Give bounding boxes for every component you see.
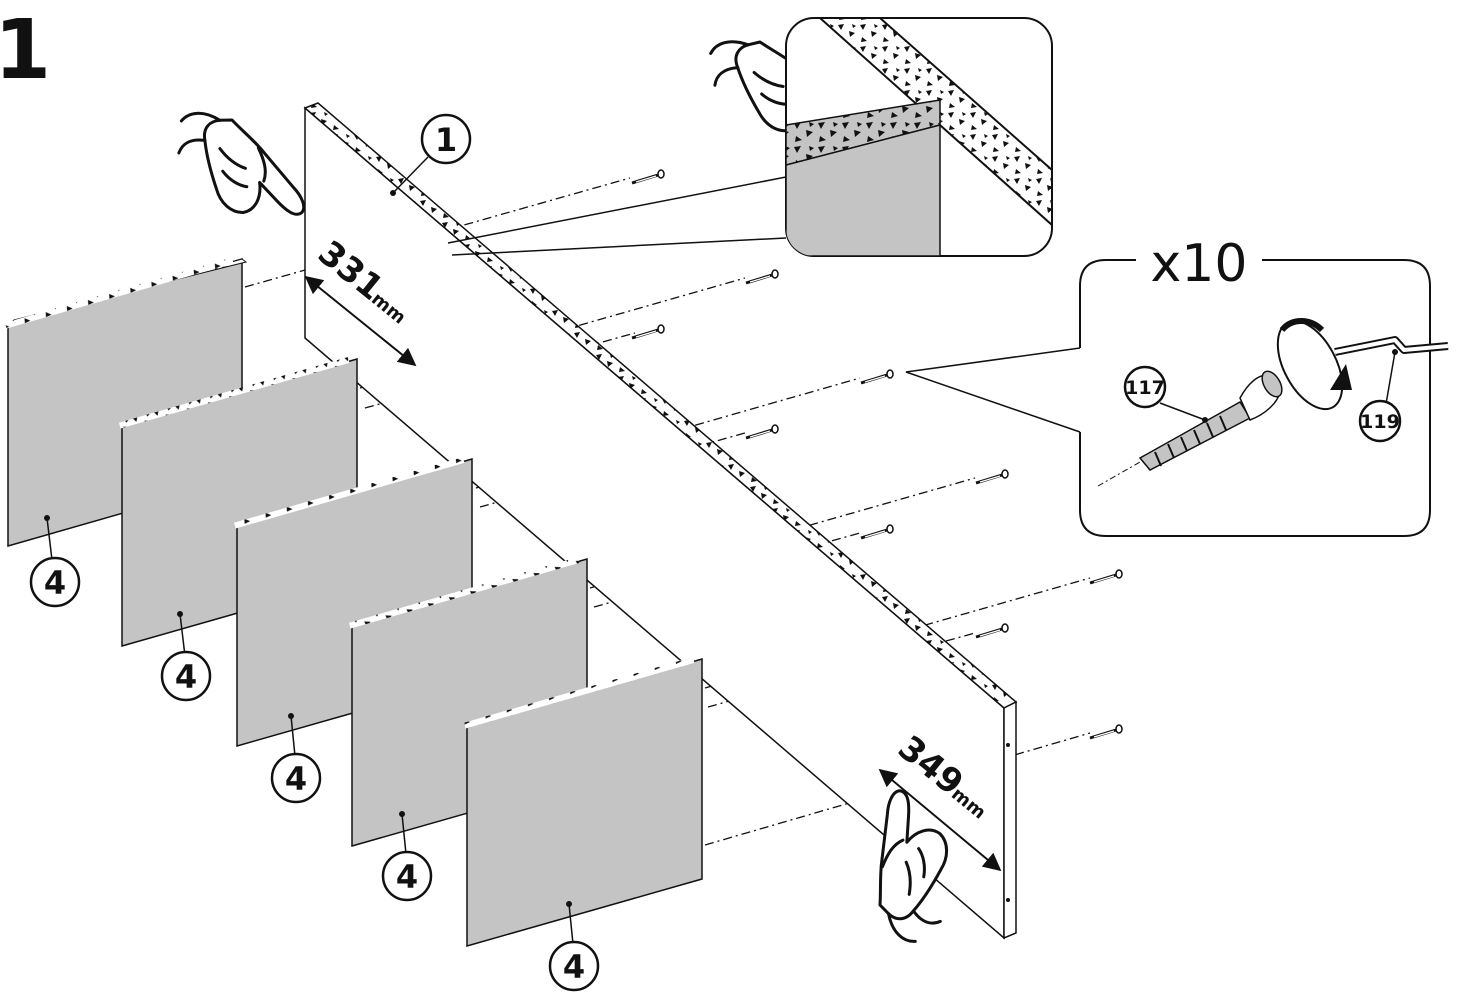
pointing-hand-icon: [168, 109, 317, 223]
shelf-4-label: 4: [396, 858, 418, 896]
part-117-callout: 117: [1123, 365, 1208, 423]
part-119-callout: 119: [1358, 349, 1402, 443]
rotation-arrow-icon: [1276, 318, 1352, 411]
side-panel: [303, 102, 1018, 940]
hardware-callout: x10 117 119: [905, 234, 1449, 537]
shelf-1-label: 4: [44, 564, 66, 602]
shelf-5-label: 4: [563, 948, 585, 986]
edge-detail-callout: [447, 17, 1053, 257]
part-1-callout: 1: [390, 113, 472, 196]
quantity-label: x10: [1151, 234, 1248, 294]
step-number: 1: [0, 3, 51, 98]
screw-117-icon: [1138, 370, 1283, 471]
shelf-1-callout: 4: [29, 515, 81, 608]
shelf-3-label: 4: [285, 760, 307, 798]
shelf-5: [463, 657, 703, 947]
shelf-2-label: 4: [175, 658, 197, 696]
shelf-3-callout: 4: [270, 713, 322, 804]
part-119-label: 119: [1360, 411, 1400, 433]
part-1-label: 1: [435, 121, 457, 159]
shelf-2-callout: 4: [160, 611, 212, 702]
shelf-5-callout: 4: [548, 901, 600, 992]
shelf-4-callout: 4: [381, 811, 433, 902]
allen-key-119-icon: [1334, 336, 1449, 356]
part-117-label: 117: [1125, 377, 1165, 399]
